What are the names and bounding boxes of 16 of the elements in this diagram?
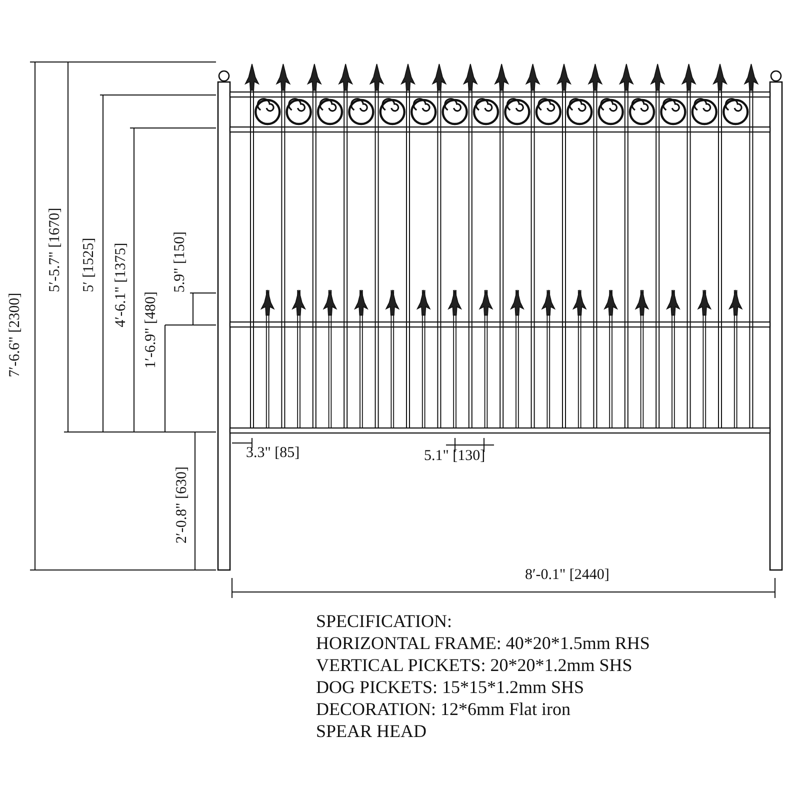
specification-line: HORIZONTAL FRAME: 40*20*1.5mm RHS bbox=[316, 634, 650, 652]
dimension-label: 5.1" [130] bbox=[424, 449, 486, 464]
dimension-label: 8′-0.1" [2440] bbox=[525, 568, 610, 583]
specification-line: DOG PICKETS: 15*15*1.2mm SHS bbox=[316, 678, 584, 696]
dimension-label: 1′-6.9" [480] bbox=[144, 292, 159, 368]
dimension-label: 5′-5.7" [1670] bbox=[48, 208, 63, 292]
specification-heading: SPECIFICATION: bbox=[316, 612, 452, 630]
dimension-label: 4′-6.1" [1375] bbox=[114, 242, 129, 328]
specification-line: SPEAR HEAD bbox=[316, 722, 427, 740]
dimension-label: 5.9" [150] bbox=[173, 231, 188, 293]
specification-line: DECORATION: 12*6mm Flat iron bbox=[316, 700, 570, 718]
dimension-label: 7′-6.6" [2300] bbox=[8, 292, 23, 378]
dimension-label: 2′-0.8" [630] bbox=[175, 466, 190, 544]
dimension-label: 5′ [1525] bbox=[82, 238, 97, 292]
specification-line: VERTICAL PICKETS: 20*20*1.2mm SHS bbox=[316, 656, 632, 674]
dimension-label: 3.3" [85] bbox=[246, 446, 300, 461]
